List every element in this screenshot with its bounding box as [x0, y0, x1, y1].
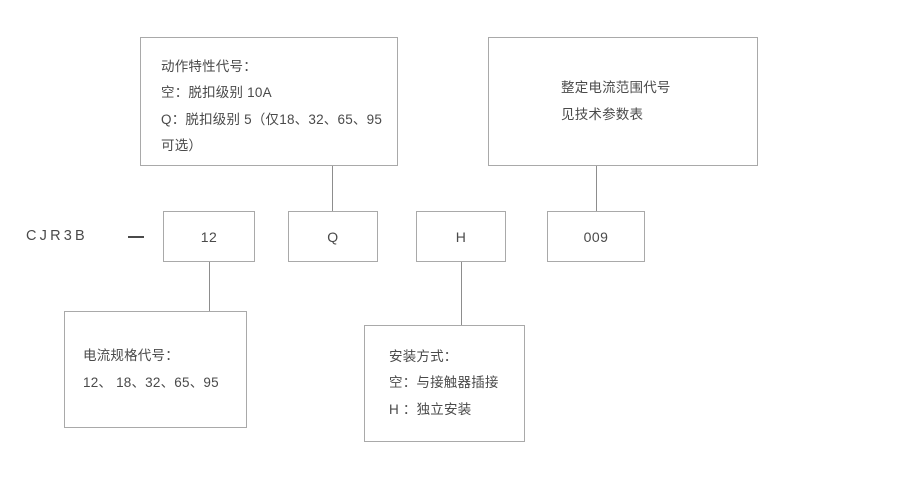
- note-line: 见技术参数表: [561, 106, 644, 122]
- connector-current-rating: [209, 262, 210, 311]
- code-box-trip-characteristic: Q: [288, 211, 378, 262]
- code-box-setting-current-range: 009: [547, 211, 645, 262]
- note-line: 动作特性代号：: [161, 59, 257, 74]
- trip-characteristic-note-box: 动作特性代号： 空：脱扣级别 10A Q：脱扣级别 5（仅18、32、65、95…: [140, 37, 398, 166]
- code-value: H: [455, 228, 467, 245]
- note-line: 安装方式：: [389, 349, 458, 365]
- current-rating-note-box: 电流规格代号： 12、 18、32、65、95: [64, 311, 247, 428]
- code-value: 009: [583, 228, 609, 245]
- note-line: Q：脱扣级别 5（仅18、32、65、95: [161, 111, 383, 127]
- model-prefix: CJR3B: [26, 228, 88, 244]
- connector-mounting-type: [461, 262, 462, 325]
- note-line: 可选）: [161, 137, 203, 153]
- note-line: 空：与接触器插接: [389, 375, 499, 391]
- code-box-current-rating: 12: [163, 211, 255, 262]
- note-line: 空：脱扣级别 10A: [161, 85, 272, 101]
- note-line: 电流规格代号：: [83, 348, 179, 364]
- note-line: 整定电流范围代号: [561, 80, 671, 96]
- connector-trip-characteristic: [332, 166, 333, 211]
- code-value: 12: [200, 228, 218, 245]
- code-value: Q: [327, 228, 339, 245]
- connector-setting-current-range: [596, 166, 597, 211]
- note-line: H ：独立安装: [389, 401, 472, 417]
- setting-current-range-note-box: 整定电流范围代号 见技术参数表: [488, 37, 758, 166]
- code-box-mounting-type: H: [416, 211, 506, 262]
- model-separator-dash: [128, 236, 144, 238]
- note-line: 12、 18、32、65、95: [83, 374, 219, 390]
- mounting-type-note-box: 安装方式： 空：与接触器插接 H ：独立安装: [364, 325, 525, 442]
